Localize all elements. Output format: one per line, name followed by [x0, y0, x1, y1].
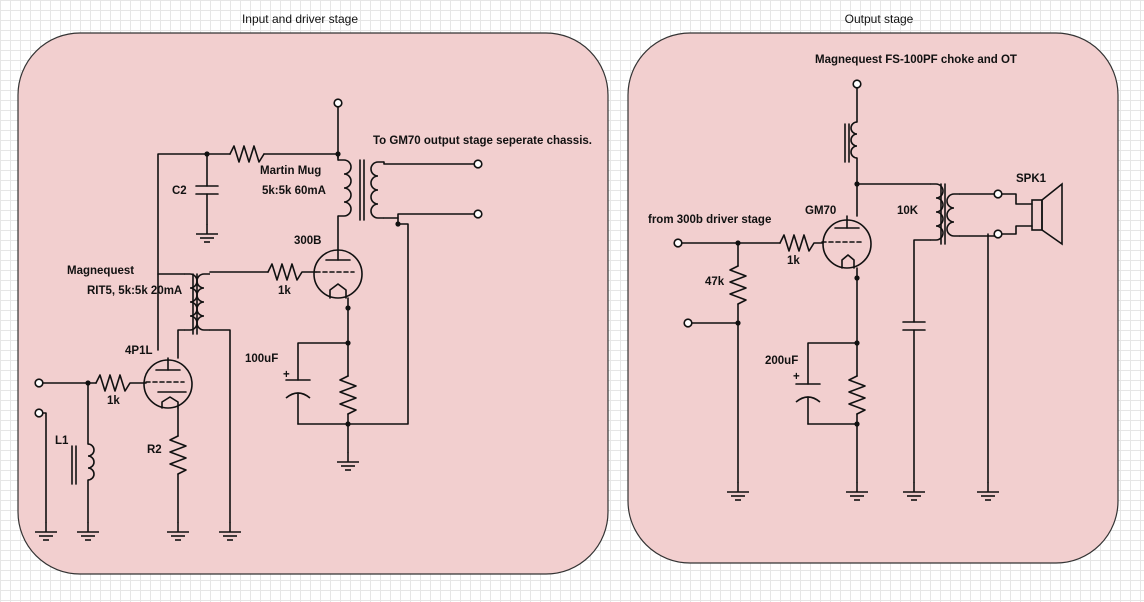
- martin-mug-primary: [338, 159, 352, 217]
- c2-label: C2: [172, 185, 187, 197]
- spk1-label: SPK1: [1016, 173, 1047, 185]
- output-transformer-secondary: [946, 193, 960, 237]
- output-terminal-top: [473, 159, 483, 169]
- cap-polarity-plus: +: [283, 369, 290, 381]
- b-plus-terminal-right: [852, 79, 862, 89]
- input-terminal-top: [34, 378, 44, 388]
- input-stage-panel: [17, 32, 609, 575]
- output-transformer-primary: [930, 183, 944, 241]
- bias-input-terminal: [683, 318, 693, 328]
- cap-200uf-label: 200uF: [765, 355, 798, 367]
- magnequest-rit5-secondary: [196, 273, 210, 331]
- input-driver-circuit: C2 To GM70 output stage seperate chassis…: [34, 98, 592, 541]
- r-1k-gm70-label: 1k: [787, 255, 800, 267]
- martin-mug-spec: 5k:5k 60mA: [262, 185, 326, 197]
- r-10k-label: 10K: [897, 205, 919, 217]
- output-stage-title: Output stage: [845, 12, 914, 26]
- cap-100uf-label: 100uF: [245, 353, 278, 365]
- input-stage-title: Input and driver stage: [242, 12, 358, 26]
- l1-label: L1: [55, 435, 69, 447]
- magnequest-rit5-name: Magnequest: [67, 265, 134, 277]
- input-terminal-bottom: [34, 408, 44, 418]
- r-47k-label: 47k: [705, 276, 725, 288]
- cap-polarity-plus-2: +: [793, 371, 800, 383]
- fs100pf-choke: [850, 121, 858, 159]
- martin-mug-secondary: [370, 161, 384, 219]
- tube-4p1l-label: 4P1L: [125, 345, 153, 357]
- martin-mug-name: Martin Mug: [260, 165, 321, 177]
- from-300b-label: from 300b driver stage: [648, 214, 771, 226]
- magnequest-rit5-spec: RIT5, 5k:5k 20mA: [87, 285, 182, 297]
- driver-input-terminal: [673, 238, 683, 248]
- r-1k-4p1l-label: 1k: [107, 395, 120, 407]
- tube-300b-label: 300B: [294, 235, 322, 247]
- output-terminal-bottom: [473, 209, 483, 219]
- b-plus-terminal-left: [333, 98, 343, 108]
- output-circuit: Magnequest FS-100PF choke and OT 10K SPK…: [648, 54, 1063, 501]
- r2-label: R2: [147, 444, 162, 456]
- fs100pf-label: Magnequest FS-100PF choke and OT: [815, 54, 1017, 66]
- speaker-icon: [1041, 182, 1063, 246]
- tube-gm70-label: GM70: [805, 205, 836, 217]
- r-1k-300b-label: 1k: [278, 285, 291, 297]
- l1-inductor: [87, 443, 95, 481]
- output-stage-panel: [627, 32, 1119, 564]
- to-gm70-label: To GM70 output stage seperate chassis.: [373, 135, 592, 147]
